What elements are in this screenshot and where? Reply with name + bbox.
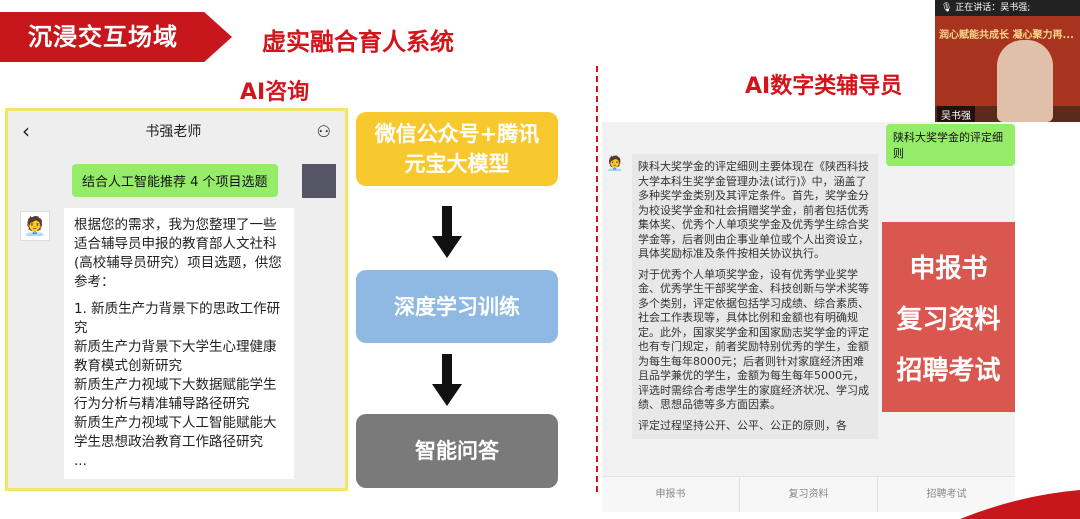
- arrow-down-icon: [432, 206, 462, 258]
- user-message: 结合人工智能推荐 4 个项目选题: [72, 164, 278, 197]
- mic-muted-icon: 🎙: [941, 3, 956, 13]
- decorative-swoosh: [960, 490, 1080, 519]
- speaker-person: [997, 40, 1053, 122]
- user-avatar: [302, 164, 336, 198]
- overlay-item: 申报书: [909, 253, 988, 284]
- reply-line: 新质生产力背景下大学生心理健康教育模式创新研究: [74, 339, 277, 374]
- tab-recruitment[interactable]: 招聘考试: [926, 489, 967, 500]
- speaker-video[interactable]: 🎙 正在讲话：吴书强; 润心赋能共成长 凝心聚力再... 吴书强: [935, 0, 1080, 122]
- ai-consult-title: AI咨询: [240, 80, 310, 105]
- overlay-item: 招聘考试: [896, 355, 1001, 386]
- reply-paragraph: 对于优秀个人单项奖学金，设有优秀学业奖学金、优秀学生干部奖学金、科技创新与学术奖…: [638, 267, 869, 412]
- arrow-down-icon: [432, 354, 462, 406]
- bot-avatar: 🧑‍💼: [606, 156, 624, 172]
- tab-application[interactable]: 申报书: [602, 477, 740, 512]
- feature-overlay: 申报书 复习资料 招聘考试: [882, 222, 1015, 412]
- bot-avatar: 🧑‍💼: [20, 211, 50, 241]
- ai-counselor-title: AI数字类辅导员: [745, 74, 903, 99]
- flow-step-training: 深度学习训练: [356, 270, 558, 343]
- bottom-tabs: 申报书 复习资料 招聘考试: [602, 476, 1015, 512]
- user-message: 陕科大奖学金的评定细则: [886, 124, 1015, 166]
- user-icon[interactable]: ⚇: [316, 121, 331, 141]
- chat-title: 书强老师: [145, 124, 202, 140]
- speaker-name: 吴书强: [941, 111, 971, 122]
- reply-line: 新质生产力视域下大数据赋能学生行为分析与精准辅导路径研究: [74, 377, 277, 412]
- chat-panel-right: 陕科大奖学金的评定细则 🧑‍💼 陕科大奖学金的评定细则主要体现在《陕西科技大学本…: [602, 122, 1015, 512]
- reply-line: 新质生产力视域下人工智能赋能大学生思想政治教育工作路径研究: [74, 415, 277, 450]
- overlay-item: 复习资料: [896, 304, 1001, 335]
- flow-step-wechat: 微信公众号+腾讯元宝大模型: [356, 112, 558, 186]
- reply-paragraph: 陕科大奖学金的评定细则主要体现在《陕西科技大学本科生奖学金管理办法(试行)》中，…: [638, 160, 869, 260]
- speaker-name-tag: 吴书强: [937, 106, 975, 122]
- tab-review[interactable]: 复习资料: [740, 477, 878, 512]
- chat-panel-left: ‹ 书强老师 ⚇ 结合人工智能推荐 4 个项目选题 🧑‍💼 根据您的需求，我为您…: [5, 108, 348, 491]
- section-banner: 沉浸交互场域: [0, 12, 232, 62]
- chat-header: ‹ 书强老师 ⚇: [8, 111, 345, 151]
- reply-line: 1. 新质生产力背景下的思政工作研究: [74, 301, 281, 336]
- dashed-divider: [596, 66, 598, 492]
- speaking-label: 正在讲话：吴书强;: [955, 3, 1031, 13]
- reply-line: ...: [74, 453, 87, 469]
- reply-line: 根据您的需求，我为您整理了一些适合辅导员申报的教育部人文社科(高校辅导员研究）项…: [74, 217, 282, 290]
- slide-subtitle: 虚实融合育人系统: [262, 28, 454, 56]
- speaking-bar: 🎙 正在讲话：吴书强;: [935, 0, 1080, 16]
- reply-paragraph: 评定过程坚持公开、公平、公正的原则，各: [638, 418, 847, 432]
- flow-step-qa: 智能问答: [356, 414, 558, 488]
- back-icon[interactable]: ‹: [22, 119, 30, 143]
- bot-reply: 陕科大奖学金的评定细则主要体现在《陕西科技大学本科生奖学金管理办法(试行)》中，…: [632, 154, 878, 439]
- bot-reply: 根据您的需求，我为您整理了一些适合辅导员申报的教育部人文社科(高校辅导员研究）项…: [64, 208, 294, 479]
